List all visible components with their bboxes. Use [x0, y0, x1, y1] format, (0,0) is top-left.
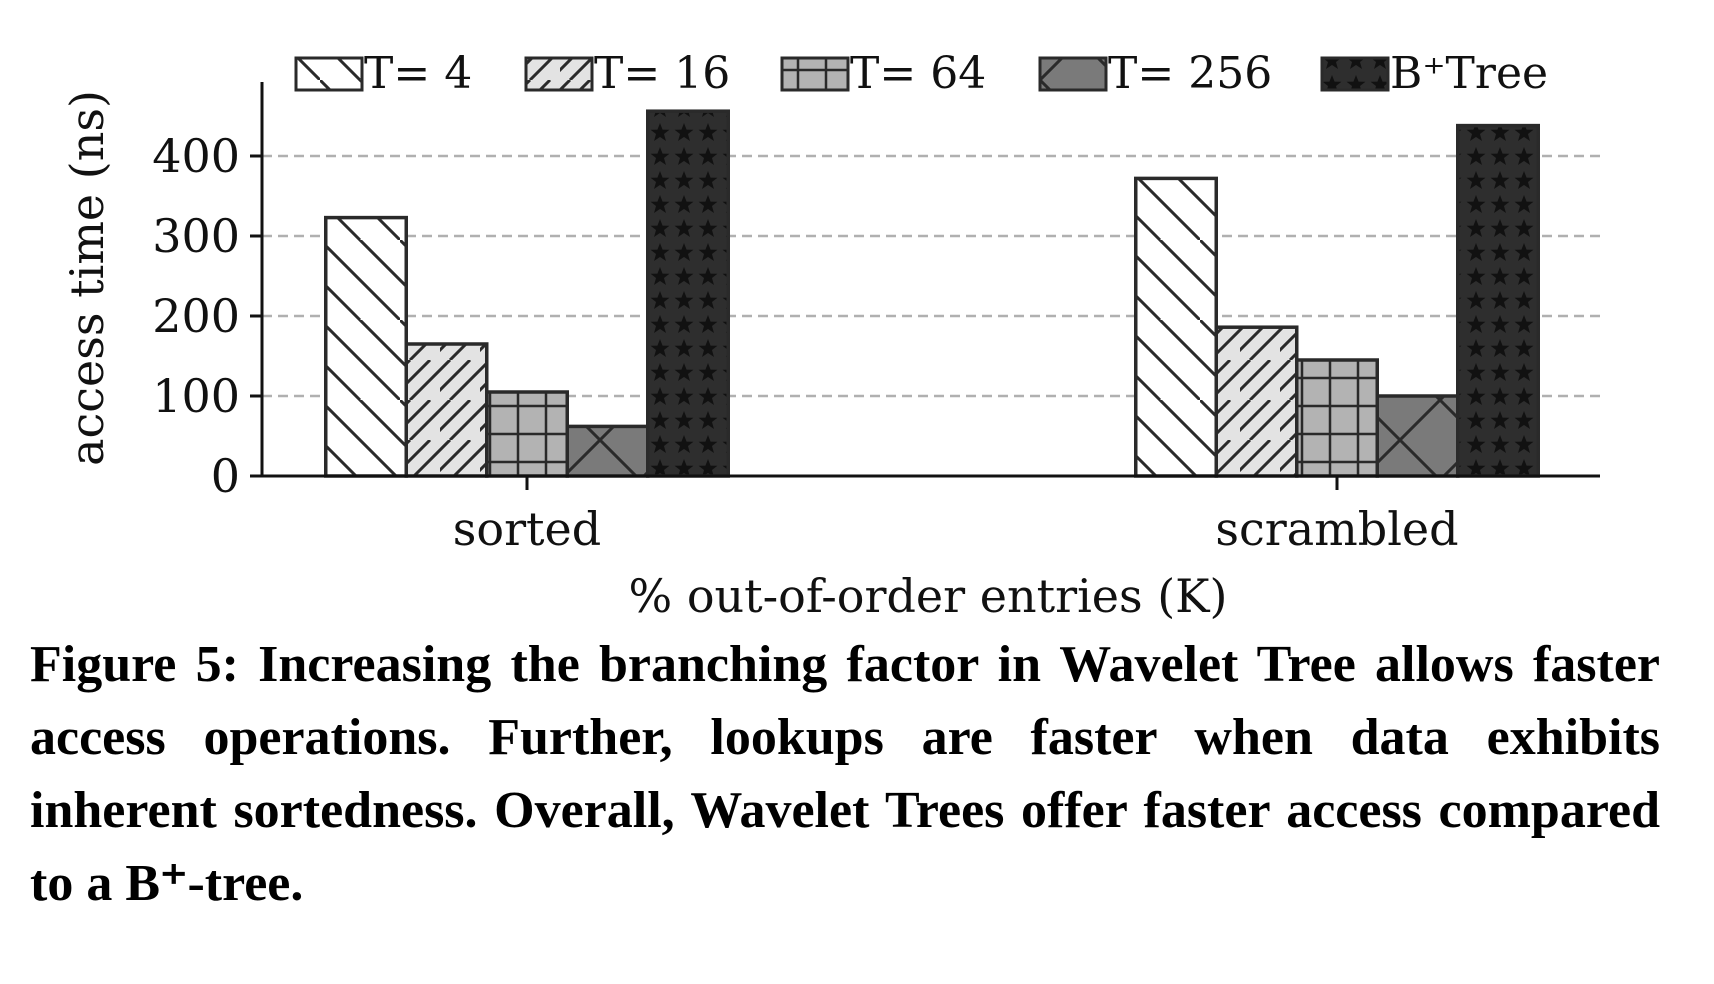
bar-sorted-2 [485, 390, 569, 478]
x-tick-label: scrambled [1215, 502, 1458, 556]
y-tick-label: 400 [152, 129, 240, 183]
legend-swatch [1320, 56, 1390, 92]
y-tick-label: 300 [152, 209, 240, 263]
legend-label: T= 16 [594, 48, 730, 99]
legend-label: B⁺Tree [1390, 48, 1548, 99]
bar-sorted-4 [646, 109, 730, 478]
bar-scrambled-3 [1375, 394, 1460, 478]
bar-sorted-3 [565, 424, 650, 478]
legend-swatch [1038, 56, 1108, 92]
bars [324, 109, 1540, 478]
y-axis-title: access time (ns) [60, 90, 114, 466]
axes: 0 100 200 300 400 sorted scrambled [152, 82, 1600, 556]
figure-caption: Figure 5: Increasing the branching facto… [30, 636, 1660, 912]
bar-sorted-1 [404, 342, 489, 478]
legend-label: T= 256 [1108, 48, 1272, 99]
y-tick-label: 100 [152, 369, 240, 423]
legend-swatch [780, 56, 850, 92]
legend-label: T= 64 [850, 48, 986, 99]
legend-swatch [294, 56, 364, 92]
x-tick-label: sorted [453, 502, 601, 556]
bar-scrambled-0 [1134, 176, 1218, 478]
bar-scrambled-4 [1456, 123, 1540, 478]
legend-swatch [524, 56, 594, 92]
y-tick-label: 0 [211, 449, 240, 503]
bar-scrambled-2 [1295, 358, 1379, 478]
legend-label: T= 4 [364, 48, 472, 99]
x-axis-title: % out-of-order entries (K) [628, 569, 1227, 623]
legend: T= 4 T= 16 T= 64 T= 256 B⁺Tree [294, 48, 1548, 99]
bar-scrambled-1 [1214, 325, 1299, 478]
bar-sorted-0 [324, 215, 408, 478]
y-tick-label: 200 [152, 289, 240, 343]
